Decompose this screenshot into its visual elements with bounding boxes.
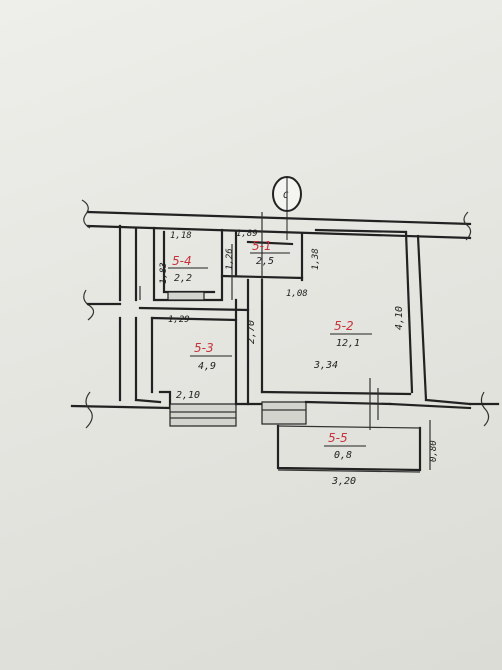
dimension-label: 2,10 [176,390,200,401]
bottom-exterior-wall [70,390,500,429]
compass-label: С [283,191,289,201]
dimension-label: 1,83 [159,262,169,284]
room-area: 2,2 [174,273,192,284]
room-code: 5-3 [194,341,214,355]
dimension-label: 3,34 [313,360,338,371]
room-5-2 [260,228,472,406]
room-area: 2,5 [256,256,274,267]
dimension-label: 1,18 [170,231,192,241]
dimension-label: 3,20 [331,476,356,487]
room-area: 4,9 [198,361,216,372]
dimension-label: 2,70 [246,320,257,344]
dimension-label: 1,38 [311,248,321,270]
balcony-5-5 [276,424,422,472]
dimension-label: 1,29 [168,315,190,325]
room-code: 5-4 [172,254,192,268]
dimension-label: 1,08 [286,289,308,299]
room-5-3 [138,278,250,406]
room-area: 0,8 [334,450,352,461]
room-label-5-2: 5-2 12,1 [330,319,372,349]
dimension-leaders [139,212,431,473]
room-label-5-3: 5-3 4,9 [190,341,232,372]
room-code: 5-1 [252,239,272,253]
room-label-5-5: 5-5 0,8 [324,431,366,461]
dimension-label: 1,26 [225,248,235,270]
room-label-5-1: 5-1 2,5 [250,239,290,267]
room-area: 12,1 [336,338,360,349]
left-exterior-wall [83,224,138,402]
room-code: 5-2 [334,319,354,333]
room-label-5-4: 5-4 2,2 [168,254,208,284]
room-5-4 [152,226,224,302]
north-compass-icon: С [272,176,302,240]
dimension-label: 4,10 [394,306,405,330]
dimension-label: 0,80 [429,440,439,462]
room-code: 5-5 [328,431,348,445]
dimension-label: 1,89 [236,229,258,239]
